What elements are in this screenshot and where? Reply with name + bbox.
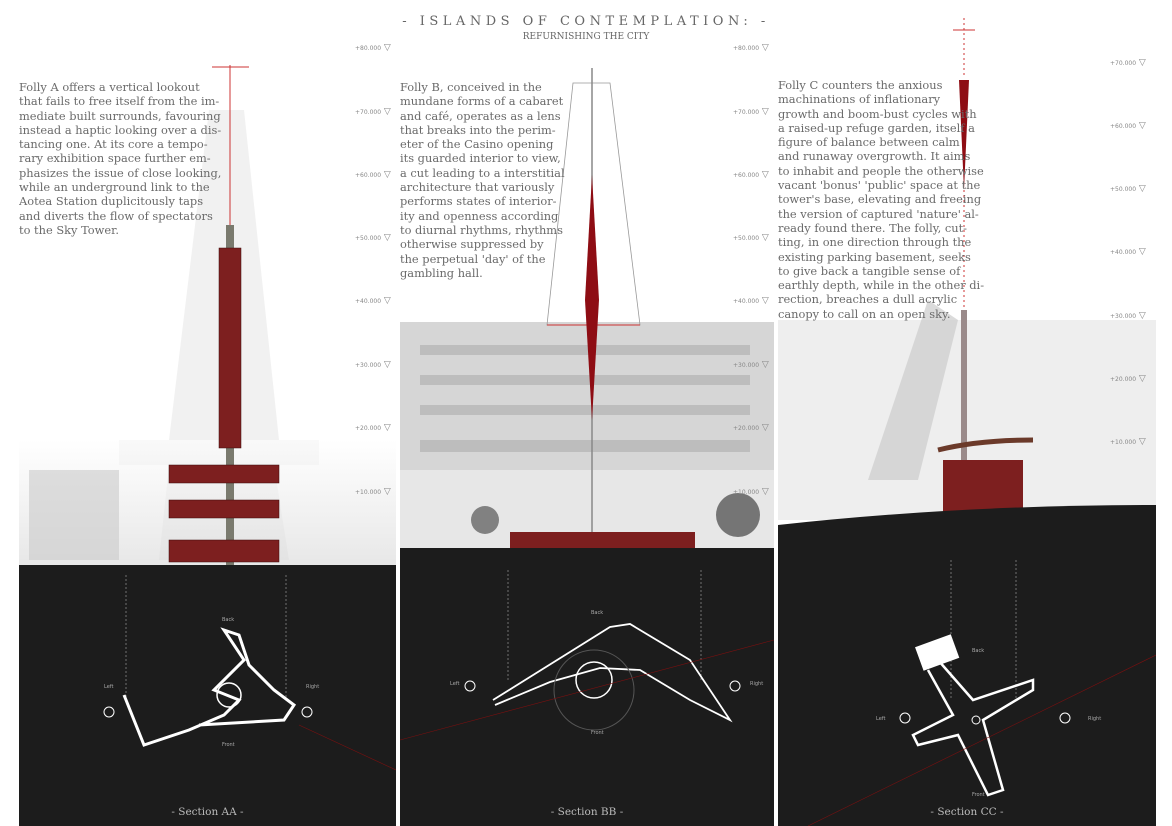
folly-c-description: Folly C counters the anxious machination… — [778, 78, 985, 321]
board-title: - ISLANDS OF CONTEMPLATION: - — [402, 14, 770, 29]
level-marker: +40.000 — [1110, 247, 1146, 257]
plan-label-right: Right — [306, 684, 320, 690]
level-marker: +60.000 — [355, 170, 391, 180]
level-marker: +50.000 — [1110, 184, 1146, 194]
folly-a-description: Folly A offers a vertical lookout that f… — [19, 80, 222, 237]
level-marker: +80.000 — [355, 43, 391, 53]
folly-b-description: Folly B, conceived in the mundane forms … — [400, 80, 565, 280]
level-marker: +30.000 — [733, 360, 769, 370]
level-marker: +20.000 — [355, 423, 391, 433]
plan-label-left: Left — [450, 681, 460, 687]
plan-label-front: Front — [972, 792, 985, 798]
level-marker: +20.000 — [1110, 374, 1146, 384]
plan-label-left: Left — [104, 684, 114, 690]
level-marker: +50.000 — [355, 233, 391, 243]
level-marker: +10.000 — [733, 487, 769, 497]
section-cc-drawing — [778, 18, 1156, 826]
plan-label-right: Right — [1088, 716, 1102, 722]
section-aa-drawing — [19, 65, 396, 826]
panel-folly-a: Folly A offers a vertical lookout that f… — [19, 0, 396, 826]
level-marker: +40.000 — [733, 296, 769, 306]
plan-label-front: Front — [222, 742, 235, 748]
level-marker: +10.000 — [1110, 437, 1146, 447]
level-marker: +40.000 — [355, 296, 391, 306]
board-subtitle: REFURNISHING THE CITY — [522, 32, 650, 42]
level-marker: +60.000 — [1110, 121, 1146, 131]
panel-folly-b: Folly B, conceived in the mundane forms … — [400, 0, 774, 826]
level-marker: +10.000 — [355, 487, 391, 497]
plan-label-right: Right — [750, 681, 764, 687]
level-marker: +70.000 — [733, 107, 769, 117]
level-marker: +70.000 — [1110, 58, 1146, 68]
level-marker: +60.000 — [733, 170, 769, 180]
section-bb-label: - Section BB - — [550, 806, 624, 818]
plan-label-back: Back — [972, 648, 985, 654]
level-marker: +20.000 — [733, 423, 769, 433]
plan-label-back: Back — [591, 610, 604, 616]
section-marker-right — [301, 706, 313, 718]
plan-label-back: Back — [222, 617, 235, 623]
section-bb-drawing — [400, 68, 774, 826]
plan-label-front: Front — [591, 730, 604, 736]
plan-label-left: Left — [876, 716, 886, 722]
level-marker: +30.000 — [355, 360, 391, 370]
section-cc-label: - Section CC - — [930, 806, 1004, 818]
level-marker: +50.000 — [733, 233, 769, 243]
level-marker: +80.000 — [733, 43, 769, 53]
section-marker-left — [103, 706, 115, 718]
level-marker: +30.000 — [1110, 311, 1146, 321]
panel-folly-c: Folly C counters the anxious machination… — [778, 0, 1156, 826]
section-aa-label: - Section AA - — [171, 806, 244, 818]
level-marker: +70.000 — [355, 107, 391, 117]
